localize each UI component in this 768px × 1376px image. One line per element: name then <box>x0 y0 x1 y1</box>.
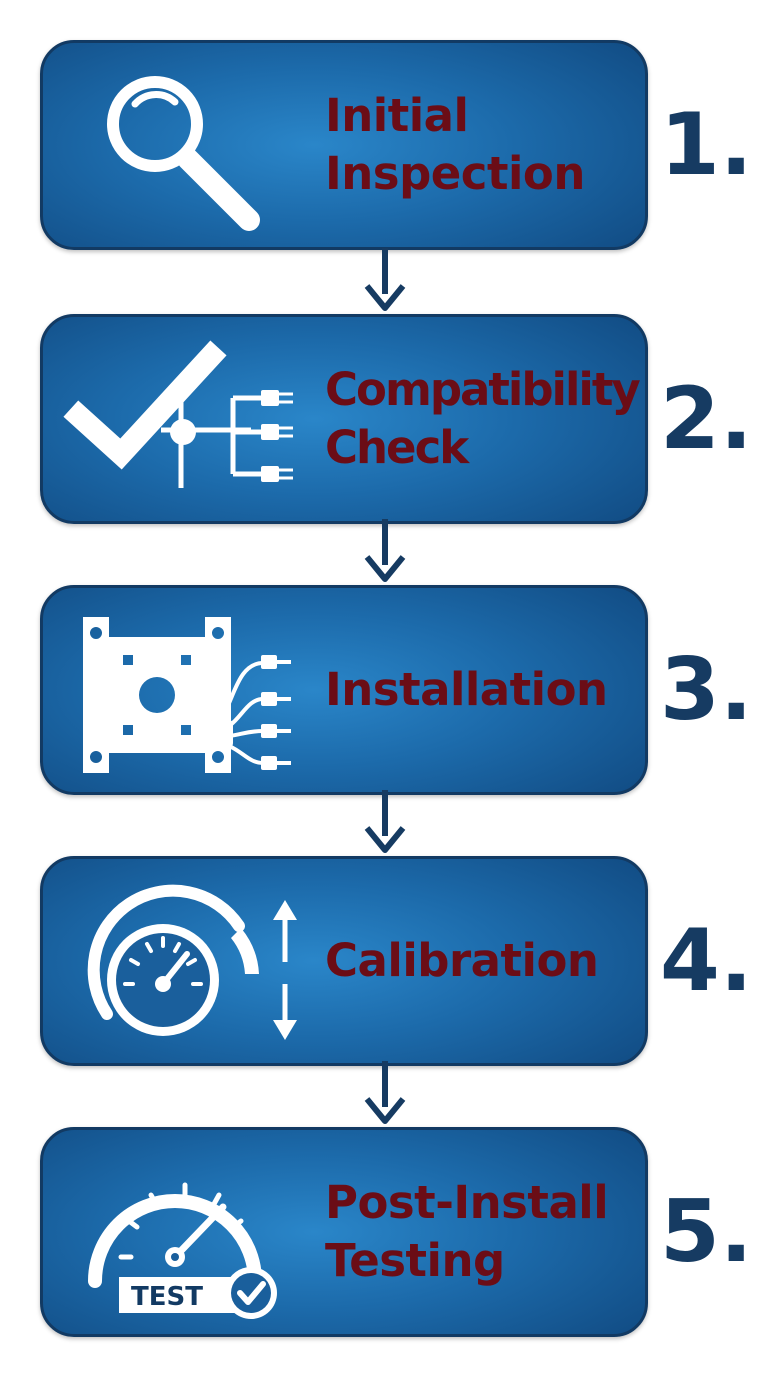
step-label: Initial Inspection <box>325 88 585 201</box>
arrow-down-icon <box>364 790 406 853</box>
step-box-compatibility-check: Compatibility Check <box>40 314 648 524</box>
step-box-initial-inspection: Initial Inspection <box>40 40 648 250</box>
step-number: 2. <box>660 369 753 469</box>
step-box-installation: Installation <box>40 585 648 795</box>
arrow-down-icon <box>364 1061 406 1124</box>
step-box-calibration: Calibration <box>40 856 648 1066</box>
test-gauge-icon: TEST <box>88 1182 277 1319</box>
step-number: 4. <box>660 911 753 1011</box>
checkmark-connector-icon <box>63 340 293 488</box>
step-number: 3. <box>660 640 753 740</box>
arrow-down-icon <box>364 519 406 582</box>
magnifying-glass-icon <box>107 76 260 231</box>
step-label: Installation <box>325 662 608 716</box>
gauge-arrows-icon <box>87 884 297 1040</box>
step-label: Compatibility Check <box>325 362 641 475</box>
step-label: Post-Install Testing <box>325 1175 609 1288</box>
step-number: 5. <box>660 1182 753 1282</box>
step-number: 1. <box>660 95 753 195</box>
step-box-post-install-testing: TEST Post-Install Testing <box>40 1127 648 1337</box>
step-label: Calibration <box>325 933 599 987</box>
test-badge-text: TEST <box>131 1282 203 1312</box>
mounting-bracket-icon <box>83 617 291 773</box>
arrow-down-icon <box>364 248 406 311</box>
